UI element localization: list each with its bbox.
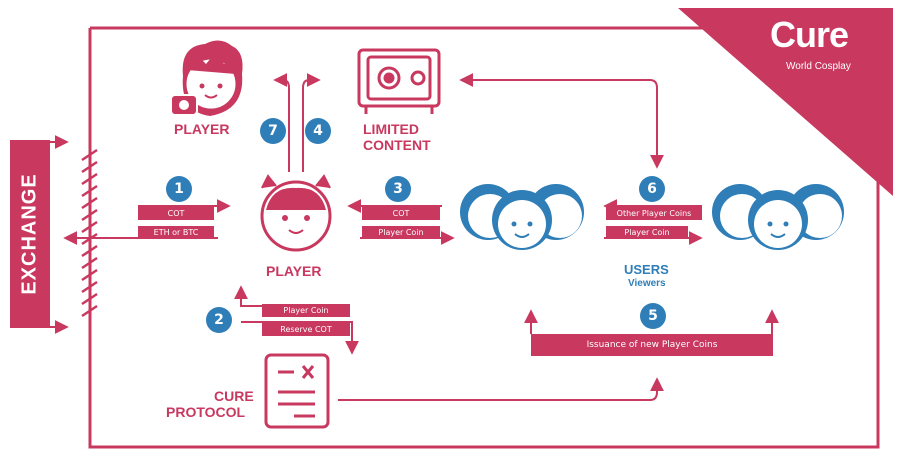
exchange-hatch [81,148,98,318]
flow-1-eth-btc-label: ETH or BTC [138,226,214,239]
step-3-badge: 3 [385,176,411,202]
player-avatar-icon [260,174,332,252]
safe-icon [357,48,441,114]
player-avatar-camera-icon [170,40,243,116]
flow-3-player-coin-label: Player Coin [362,226,440,239]
users-group-right [712,184,844,250]
issuance-bracket [524,309,779,334]
issuance-label: Issuance of new Player Coins [531,334,773,356]
step-5-badge: 5 [640,303,666,329]
users-title: USERS [624,262,669,277]
step-6-badge: 6 [639,176,665,202]
exchange-bar: EXCHANGE [10,140,50,328]
step-2-badge: 2 [206,307,232,333]
flow-3-cot-label: COT [362,207,440,220]
flow-6-other-player-coins-label: Other Player Coins [606,207,702,220]
flow-2-reserve-cot-label: Reserve COT [262,323,350,336]
brand-name: Cure [770,14,849,55]
users-subtitle: Viewers [628,278,666,289]
limited-content-line1: LIMITED [363,121,419,137]
flow-1-cot-label: COT [138,207,214,220]
exchange-label: EXCHANGE [18,173,41,295]
player-top-label: PLAYER [174,121,230,137]
document-icon [264,353,330,429]
step-4-badge: 4 [305,118,331,144]
flow-2-player-coin-label: Player Coin [262,304,350,317]
step-7-badge: 7 [260,118,286,144]
brand-corner [678,8,893,196]
limited-content-line2: CONTENT [363,137,431,153]
content-users-arrow [459,73,664,169]
users-group-center [460,184,584,250]
flow-4-7-arrows [273,73,321,172]
protocol-arrow [338,377,664,401]
flow-6-player-coin-label: Player Coin [606,226,688,239]
brand-tagline: World Cosplay [786,61,851,72]
player-center-label: PLAYER [266,263,322,279]
cure-protocol-line1: CURE [214,388,254,404]
flow-2-arrows [234,285,359,355]
step-1-badge: 1 [166,176,192,202]
cure-protocol-line2: PROTOCOL [166,404,246,420]
